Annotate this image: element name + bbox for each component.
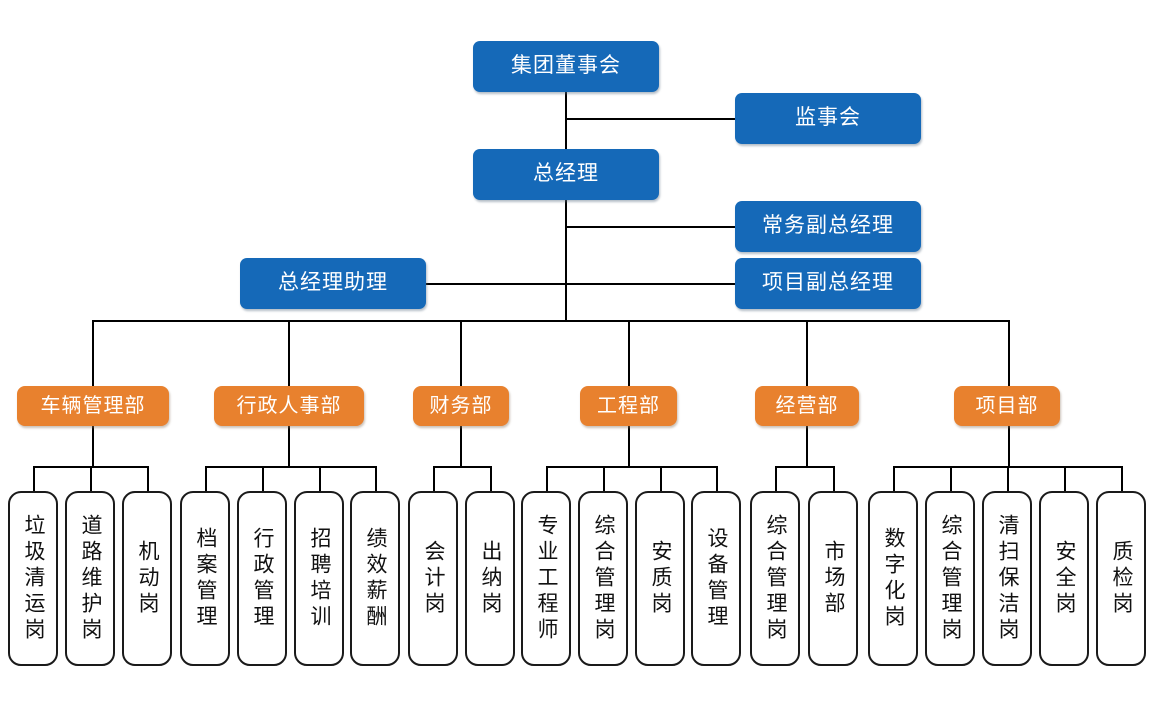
leaf-leg-15 <box>833 466 835 491</box>
leaf-leg-5 <box>262 466 264 491</box>
node-board[interactable]: 集团董事会 <box>473 41 659 92</box>
connector-bus-to-operations <box>806 320 808 386</box>
connector-bus-to-vehicle <box>92 320 94 386</box>
node-department-vehicle[interactable]: 车辆管理部 <box>17 386 169 426</box>
child-bus-finance <box>433 466 490 468</box>
node-position-1[interactable]: 垃圾清运岗 <box>8 491 58 666</box>
child-bus-admin-hr <box>205 466 375 468</box>
leaf-leg-13 <box>716 466 718 491</box>
child-bus-operations <box>775 466 833 468</box>
node-position-5[interactable]: 行政管理 <box>237 491 287 666</box>
connector-bus-to-project <box>1008 320 1010 386</box>
connector-gm-to-exec-deputy <box>565 226 735 228</box>
node-department-project[interactable]: 项目部 <box>954 386 1060 426</box>
leaf-leg-3 <box>147 466 149 491</box>
stem-operations <box>806 426 808 466</box>
stem-project <box>1008 426 1010 466</box>
node-position-11[interactable]: 综合管理岗 <box>578 491 628 666</box>
node-position-8[interactable]: 会计岗 <box>408 491 458 666</box>
connector-bus-to-finance <box>460 320 462 386</box>
leaf-leg-8 <box>433 466 435 491</box>
node-position-20[interactable]: 质检岗 <box>1096 491 1146 666</box>
connector-board-to-gm <box>565 92 567 150</box>
child-bus-engineering <box>546 466 716 468</box>
node-position-9[interactable]: 出纳岗 <box>465 491 515 666</box>
node-position-4[interactable]: 档案管理 <box>180 491 230 666</box>
node-department-engineering[interactable]: 工程部 <box>580 386 677 426</box>
stem-engineering <box>628 426 630 466</box>
leaf-leg-20 <box>1121 466 1123 491</box>
node-department-admin-hr[interactable]: 行政人事部 <box>214 386 364 426</box>
node-position-17[interactable]: 综合管理岗 <box>925 491 975 666</box>
node-position-16[interactable]: 数字化岗 <box>868 491 918 666</box>
node-department-finance[interactable]: 财务部 <box>413 386 509 426</box>
connector-gm-trunk-to-supervisory <box>565 118 735 120</box>
node-supervisory-board[interactable]: 监事会 <box>735 93 921 144</box>
node-general-manager[interactable]: 总经理 <box>473 149 659 200</box>
leaf-leg-7 <box>375 466 377 491</box>
node-executive-deputy-gm[interactable]: 常务副总经理 <box>735 201 921 252</box>
node-position-6[interactable]: 招聘培训 <box>294 491 344 666</box>
node-assistant-to-gm[interactable]: 总经理助理 <box>240 258 426 309</box>
node-position-12[interactable]: 安质岗 <box>635 491 685 666</box>
stem-vehicle <box>92 426 94 466</box>
leaf-leg-16 <box>893 466 895 491</box>
node-position-10[interactable]: 专业工程师 <box>521 491 571 666</box>
leaf-leg-11 <box>603 466 605 491</box>
connector-bus-to-engineering <box>628 320 630 386</box>
connector-gm-to-project-deputy <box>565 283 735 285</box>
leaf-leg-14 <box>775 466 777 491</box>
leaf-leg-12 <box>660 466 662 491</box>
leaf-leg-10 <box>546 466 548 491</box>
node-department-operations[interactable]: 经营部 <box>755 386 859 426</box>
node-position-7[interactable]: 绩效薪酬 <box>350 491 400 666</box>
connector-gm-to-department-bus <box>565 199 567 322</box>
leaf-leg-19 <box>1064 466 1066 491</box>
stem-admin-hr <box>288 426 290 466</box>
connector-bus-to-admin-hr <box>288 320 290 386</box>
node-position-2[interactable]: 道路维护岗 <box>65 491 115 666</box>
leaf-leg-2 <box>90 466 92 491</box>
leaf-leg-1 <box>33 466 35 491</box>
node-position-3[interactable]: 机动岗 <box>122 491 172 666</box>
node-project-deputy-gm[interactable]: 项目副总经理 <box>735 258 921 309</box>
leaf-leg-18 <box>1007 466 1009 491</box>
node-position-19[interactable]: 安全岗 <box>1039 491 1089 666</box>
node-position-15[interactable]: 市场部 <box>808 491 858 666</box>
node-position-14[interactable]: 综合管理岗 <box>750 491 800 666</box>
stem-finance <box>460 426 462 466</box>
department-bus-line <box>92 320 1010 322</box>
node-position-13[interactable]: 设备管理 <box>691 491 741 666</box>
leaf-leg-4 <box>205 466 207 491</box>
leaf-leg-17 <box>950 466 952 491</box>
leaf-leg-9 <box>490 466 492 491</box>
node-position-18[interactable]: 清扫保洁岗 <box>982 491 1032 666</box>
leaf-leg-6 <box>319 466 321 491</box>
connector-assistant-gm-to-trunk <box>425 283 567 285</box>
